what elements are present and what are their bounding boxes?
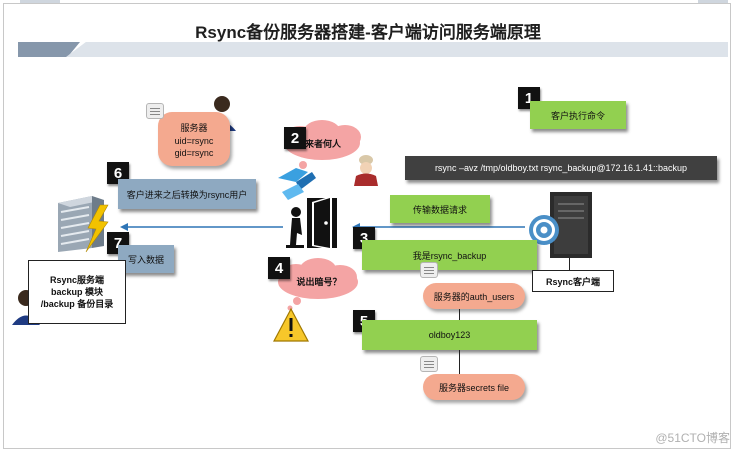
step-6-badge: 6	[107, 162, 129, 184]
diagram-title: Rsync备份服务器搭建-客户端访问服务端原理	[195, 23, 541, 42]
title-bar	[66, 42, 728, 57]
connector-line	[459, 309, 460, 320]
identity-box: 我是rsync_backup	[362, 240, 537, 270]
server-uid: uid=rsync	[174, 135, 214, 146]
server-user-box: 服务器 uid=rsync gid=rsync	[158, 112, 230, 166]
connector-line	[459, 350, 460, 374]
command-box: rsync –avz /tmp/oldboy.txt rsync_backup@…	[405, 156, 717, 180]
diagram-frame	[3, 3, 731, 449]
title-bar-accent	[18, 42, 80, 57]
server-gid: gid=rsync	[174, 147, 214, 158]
server-desc-box: Rsync服务端 backup 模块 /backup 备份目录	[28, 260, 126, 324]
top-decoration	[20, 0, 60, 3]
transfer-request-box: 传输数据请求	[390, 195, 490, 223]
document-icon	[420, 262, 438, 278]
server-desc-line-3: /backup 备份目录	[40, 299, 114, 309]
server-user-title: 服务器	[180, 122, 208, 133]
client-exec-box: 客户执行命令	[530, 101, 626, 129]
password-box: oldboy123	[362, 320, 537, 350]
client-label-box: Rsync客户端	[532, 270, 614, 292]
connector-line	[569, 258, 570, 270]
server-desc-line-1: Rsync服务端	[49, 275, 104, 285]
write-data-box: 写入数据	[118, 245, 174, 273]
cloud-label-who: 来者何人	[304, 138, 341, 149]
server-desc-line-2: backup 模块	[50, 287, 103, 297]
top-decoration-right	[698, 0, 728, 3]
server-secrets-box: 服务器secrets file	[423, 374, 525, 400]
step-4-badge: 4	[268, 257, 290, 279]
server-auth-users-box: 服务器的auth_users	[423, 283, 525, 309]
convert-user-box: 客户进来之后转换为rsync用户	[118, 179, 256, 209]
step-2-badge: 2	[284, 127, 306, 149]
document-icon	[420, 356, 438, 372]
cloud-label-password: 说出暗号？	[296, 276, 342, 287]
document-icon	[146, 103, 164, 119]
watermark: @51CTO博客	[655, 430, 730, 445]
